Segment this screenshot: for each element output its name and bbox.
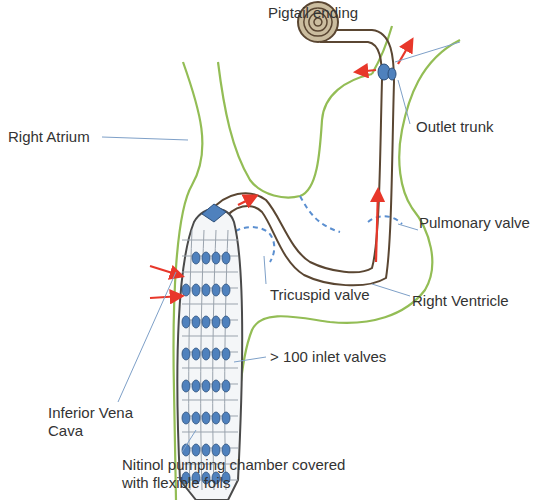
callout-label: > 100 inlet valves (270, 348, 410, 366)
callout-label: Right Atrium (8, 128, 108, 146)
flow-arrow (150, 40, 412, 298)
callout-label: Outlet trunk (416, 118, 531, 136)
heart-outline (174, 26, 460, 500)
callout-label: Nitinol pumping chamber covered with fle… (122, 456, 372, 492)
pumping-chamber (177, 204, 242, 500)
callout-label: Inferior Vena Cava (48, 404, 158, 440)
outlet-valve (378, 64, 396, 80)
callout-label: Right Ventricle (412, 292, 532, 310)
callout-label: Pigtail ending (268, 4, 398, 22)
callout-label: Pulmonary valve (419, 214, 535, 232)
callout-label: Tricuspid valve (270, 286, 395, 304)
leader-line (102, 42, 460, 452)
